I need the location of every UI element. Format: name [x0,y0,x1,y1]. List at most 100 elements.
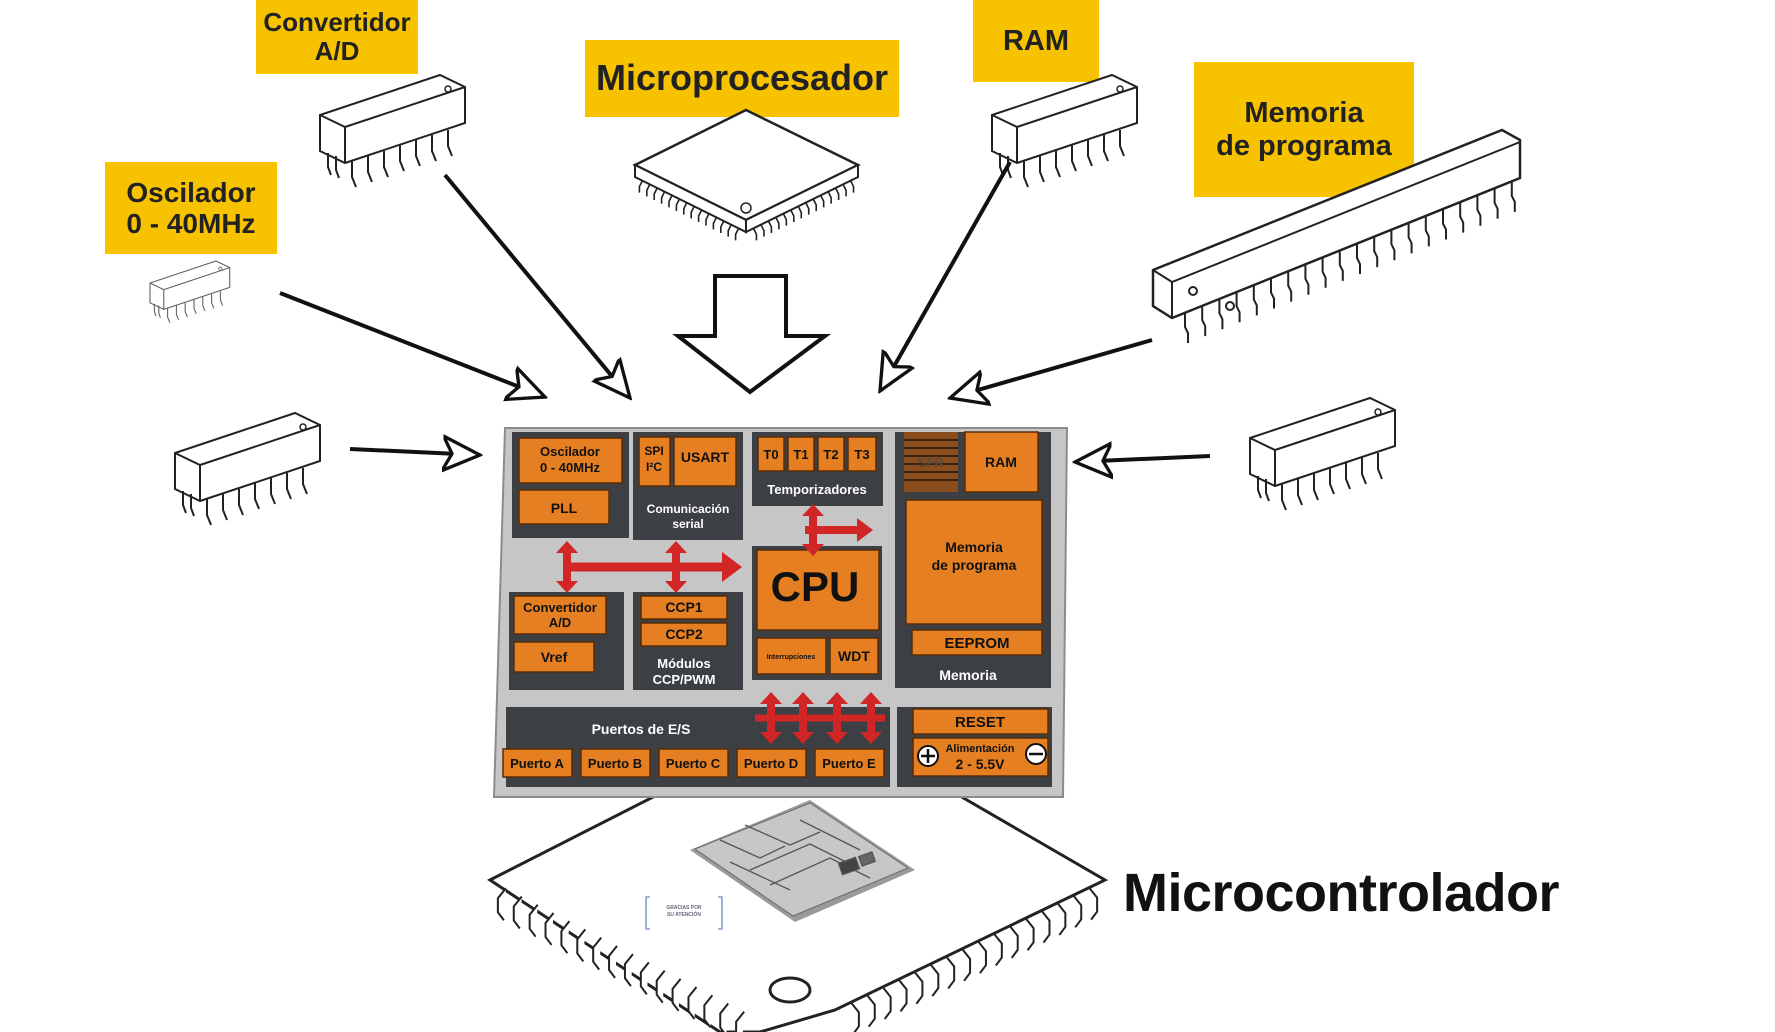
block-sfr: SFR [918,455,945,470]
block-puerto-a: Puerto A [510,756,564,771]
chip-pin [1287,271,1293,302]
chip-pin [797,205,803,219]
chip-pin [623,953,634,987]
block-puertos: Puertos de E/S [592,721,691,737]
dip-chip-icon [991,74,1138,188]
chip-pin [727,224,732,237]
chip-pin [775,216,780,230]
chip-pin [1424,216,1430,247]
block-puerto-e: Puerto E [822,756,876,771]
chip-pin [897,978,908,1013]
chip-pin [1390,230,1396,261]
block-t1: T1 [793,447,808,462]
block-t0: T0 [763,447,778,462]
chip-pin [1024,917,1035,951]
chip-pin [544,912,555,946]
chip-pin [881,986,892,1020]
ram-label: RAM [973,0,1099,82]
block-convertidor: Convertidor [523,600,597,615]
chip-pin [1476,195,1482,226]
memoria-programa-label: Memoria de programa [1194,62,1414,197]
block-cpu: CPU [771,563,860,610]
block-ccp2: CCP2 [665,626,703,642]
chip-pin [697,209,703,222]
block-t2: T2 [823,447,838,462]
note-line1: GRACIAS POR [666,905,702,911]
chip-pin [819,194,825,208]
chip-pin [752,227,758,241]
chip-pin [993,932,1003,967]
chip-pin [1270,278,1275,309]
chip-pin [1040,909,1051,944]
block-modulos: Módulos [657,656,710,671]
block-eeprom: EEPROM [944,635,1009,652]
chip-pin [655,969,666,1004]
chip-pin [671,978,682,1012]
chip-pin [1373,237,1379,268]
chip-pin [865,994,876,1028]
block-wdt: WDT [838,648,870,664]
block-ccp-pwm: CCP/PWM [653,672,716,687]
block-ram: RAM [985,454,1017,470]
chip-pin [1442,209,1447,240]
chip-pin [560,920,571,954]
block-ccp1: CCP1 [665,599,703,615]
chip-pin [675,198,681,211]
chip-pin [512,895,523,930]
microcontrolador-title: Microcontrolador [1123,863,1560,923]
chip-pin [1356,244,1361,274]
block-alimentacion: Alimentación [945,743,1014,755]
chip-pin [638,180,644,193]
chip-pin [1201,306,1207,337]
chip-pin [639,961,650,995]
bus-arrows [556,504,885,744]
chip-pin [1304,264,1310,295]
chip-pin [646,183,651,197]
chip-pin [735,1011,745,1032]
chip-pin [720,220,725,233]
dip-chip-icon [1249,397,1396,511]
chip-pin [782,213,788,226]
chip-pin [805,202,810,215]
hollow-arrow-icon [279,161,1211,462]
chip-pin [1235,292,1241,323]
chip-pin [1072,894,1083,928]
chip-pin [842,183,847,197]
chip-pin [929,963,940,997]
block-pll: PLL [551,500,578,516]
chip-pin [592,937,602,971]
block-diagram-board: Oscilador 0 - 40MHz PLL SPI I²C USART Co… [492,427,1069,798]
chip-pin [734,227,740,241]
block-oscilador: Oscilador [540,444,600,459]
chip-pin [1184,313,1189,343]
chip-pin [1321,257,1327,288]
chip-pin [1088,887,1099,921]
block-interrupciones: Interrupciones [767,654,816,661]
chip-pin [576,928,587,963]
chip-pin [690,205,695,219]
oscilador-label: Oscilador 0 - 40MHz [105,162,277,254]
chip-pin [834,187,840,200]
chip-pin [1459,202,1465,233]
minus-icon [1025,743,1047,765]
chip-pin [660,191,666,204]
chip-pin [705,213,710,226]
block-t3: T3 [854,447,869,462]
chip-pin [1218,299,1224,330]
block-i2c: I²C [646,460,662,474]
convertidor-label: Convertidor A/D [256,0,418,74]
dip-chip-icon [319,74,466,188]
chip-pin [1407,223,1413,254]
chip-pin [703,994,714,1028]
chip-pin [1008,925,1019,959]
block-memoria-prog-1: Memoria [945,539,1003,555]
block-reset: RESET [955,714,1005,731]
block-memoria: Memoria [939,667,997,683]
chip-pin [496,887,507,921]
chip-pin [1493,188,1499,219]
block-puerto-b: Puerto B [588,756,642,771]
chip-pin [1338,250,1344,281]
block-ad: A/D [549,615,571,630]
